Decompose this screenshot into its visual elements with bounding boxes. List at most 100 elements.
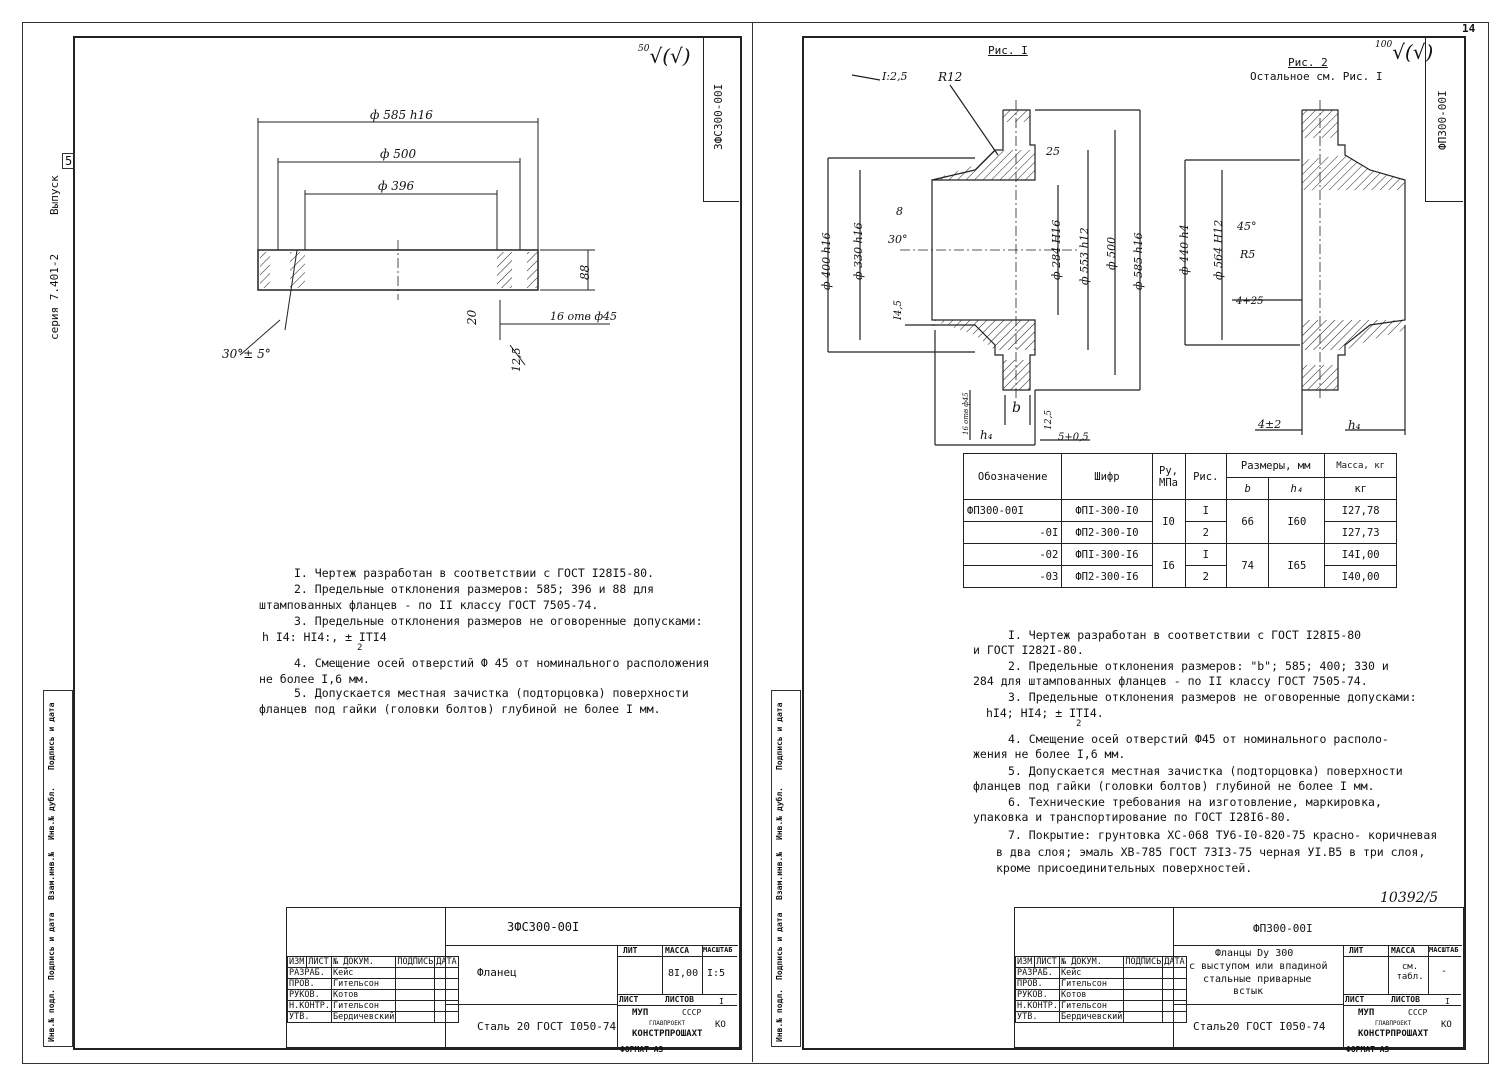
fig1-dim: 16 отв ф45 [962, 392, 970, 435]
fig1-dim: I:2,5 [882, 70, 908, 83]
fig1-dim: ф 284 H16 [1050, 219, 1063, 280]
tb2-sheet-header: ЛИСТ [1345, 995, 1365, 1004]
roughness-mark: 50√(√) [638, 44, 691, 68]
note-line: I. Чертеж разработан в соответствии с ГО… [294, 566, 655, 580]
tb2-material: Сталь20 ГОСТ I050-74 [1193, 1020, 1326, 1033]
tb-lit-header: ЛИТ [623, 946, 638, 955]
tb-scale: I:5 [707, 968, 726, 979]
staff-role: РАЗРАБ. [1015, 967, 1060, 979]
tb2-name-4: встык [1233, 986, 1264, 997]
staff-header: ИЗМ [1014, 956, 1036, 968]
note-line: в два слоя; эмаль ХВ-785 ГОСТ 73I3-75 че… [996, 845, 1426, 859]
staff-role: Н.КОНТР. [1015, 1000, 1060, 1012]
tb-sheets-count: I [719, 997, 724, 1006]
staff-name: Котов [1058, 989, 1125, 1001]
staff-name: Кейс [1058, 967, 1125, 979]
issue-number: 5 [62, 153, 76, 169]
note-line: не более I,6 мм. [259, 672, 370, 686]
note-line: hI4; HI4; ± IТI4. [986, 706, 1104, 720]
note-line: 7. Покрытие: грунтовка ХС-068 ТУ6-I0-820… [1008, 828, 1438, 842]
tb2-lit-header: ЛИТ [1349, 946, 1364, 955]
tb-material: Сталь 20 ГОСТ I050-74 [477, 1020, 617, 1033]
fig2-dim: h₄ [1348, 418, 1361, 432]
staff-header: ЛИСТ [1034, 956, 1060, 968]
cell: I [1184, 543, 1228, 566]
th-b: b [1225, 477, 1270, 500]
cell: 74 [1225, 543, 1270, 588]
th-mass-unit: кг [1324, 477, 1397, 500]
cell: 66 [1225, 499, 1270, 544]
outer-frame [22, 22, 1489, 1064]
th-mass: Масса, кг [1324, 453, 1397, 478]
tb-sheets-header: ЛИСТОВ [665, 995, 694, 1004]
tb-org-1: МУП [632, 1008, 649, 1018]
tb2-designation: ФП300-00I [1253, 922, 1313, 935]
cell: -0I [962, 521, 1063, 544]
roughness-value-2: 100 [1375, 40, 1393, 50]
note-line: фланцев под гайки (головки болтов) глуби… [973, 779, 1375, 793]
tb-mass-header: МАССА [665, 946, 690, 955]
th-h4: h₄ [1268, 477, 1326, 500]
staff-role: РУКОВ. [1015, 989, 1060, 1001]
tb2-org-code: КО [1441, 1020, 1452, 1030]
roughness-mark-2: 100√(√) [1375, 40, 1434, 64]
roughness-value: 50 [638, 44, 650, 54]
th-dims: Размеры, мм [1225, 453, 1326, 478]
table-row: -0I ФП2-300-I0 2 I27,73 [962, 521, 1397, 544]
tb-org-2: СССР [682, 1008, 702, 1017]
fig1-dim: 30° [888, 233, 908, 246]
staff-name: Гительсон [1058, 978, 1125, 990]
tb2-mass-header: МАССА [1391, 946, 1416, 955]
sheet-left-frame [73, 36, 742, 1050]
fig1-dim: ф 585 h16 [1132, 232, 1145, 290]
tb2-scale: - [1441, 966, 1448, 977]
cell: I40,00 [1324, 565, 1397, 588]
cell: I60 [1268, 499, 1326, 544]
tb2-org-1: МУП [1358, 1008, 1375, 1018]
th-code: Шифр [1061, 453, 1153, 500]
note-line: 3. Предельные отклонения размеров не ого… [294, 614, 703, 628]
cell: ФПI-300-I6 [1061, 543, 1153, 566]
tb-name: Фланец [477, 966, 517, 979]
tb2-org-4: КОНСТРПРОШАХТ [1358, 1029, 1429, 1039]
note-line: штампованных фланцев - по II классу ГОСТ… [259, 598, 599, 612]
fig1-dim: ф 400 h16 [820, 232, 833, 290]
side-code-box-2 [1425, 36, 1463, 202]
th-fig: Рис. [1184, 453, 1228, 500]
table-row: -03 ФП2-300-I6 2 I40,00 [962, 565, 1397, 588]
dim-mid: ф 500 [380, 147, 417, 161]
tb-sheet-header: ЛИСТ [619, 995, 639, 1004]
cell: I65 [1268, 543, 1326, 588]
sheet-right-frame [802, 36, 1466, 1050]
cell: I0 [1151, 499, 1186, 544]
stamp-strip-left [43, 690, 73, 1047]
fig1-dim: h₄ [980, 428, 993, 442]
dim-outer: ф 585 h16 [370, 108, 433, 122]
fig2-dim: R5 [1240, 248, 1256, 261]
note-line: и ГОСТ I282I-80. [973, 643, 1084, 657]
note-line: 6. Технические требования на изготовлени… [1008, 795, 1382, 809]
staff-header: ДАТА [434, 956, 459, 968]
tb2-sheets-count: I [1445, 997, 1450, 1006]
staff-header: ПОДПИСЬ [1123, 956, 1164, 968]
table-row: -02 ФПI-300-I6 I6 I 74 I65 I4I,00 [962, 543, 1397, 588]
fig1-dim: 25 [1046, 145, 1060, 158]
staff-name: Гительсон [1058, 1000, 1125, 1012]
cell: ФП2-300-I0 [1061, 521, 1153, 544]
side-code-box [703, 36, 739, 202]
fig2-subtitle: Остальное см. Рис. I [1250, 70, 1383, 83]
fig2-dim: 45° [1237, 220, 1257, 233]
tb2-org-2: СССР [1408, 1008, 1428, 1017]
fig1-dim: 8 [896, 205, 903, 218]
cell: I27,78 [1324, 499, 1397, 522]
tb-org-3: ГЛАВПРОЕКТ [649, 1020, 686, 1027]
staff-header: № ДОКУМ. [1058, 956, 1125, 968]
tb2-name-2: с выступом или впадиной [1189, 961, 1328, 972]
staff-name: Бердичевский [1058, 1011, 1125, 1023]
fig2-title: Рис. 2 [1288, 56, 1328, 69]
title-block-1: 3ФС300-00I Фланец Сталь 20 ГОСТ I050-74 … [286, 907, 740, 1054]
